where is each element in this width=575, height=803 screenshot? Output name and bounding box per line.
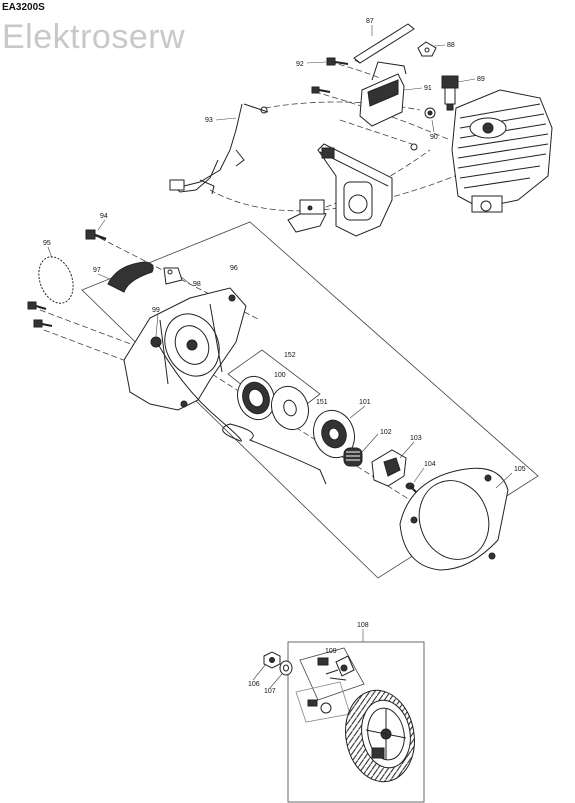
group-109-box-lower bbox=[295, 681, 351, 723]
callout-98: 98 bbox=[193, 281, 201, 288]
part-95-gasket bbox=[38, 256, 74, 304]
part-106-nut bbox=[263, 651, 281, 669]
callout-106: 106 bbox=[248, 681, 260, 688]
callout-101: 101 bbox=[359, 399, 371, 406]
starter-assembly bbox=[27, 221, 539, 579]
part-99-grommet bbox=[150, 336, 162, 348]
callout-104: 104 bbox=[424, 461, 436, 468]
starter-rope bbox=[157, 343, 327, 485]
part-flywheel bbox=[345, 689, 415, 783]
watermark-text: Elektroserw bbox=[2, 18, 186, 56]
part-91-bracket bbox=[359, 61, 407, 127]
callout-92: 92 bbox=[296, 61, 304, 68]
group-108-box bbox=[287, 641, 425, 803]
part-87-rod bbox=[353, 23, 415, 64]
callout-97: 97 bbox=[93, 267, 101, 274]
callout-102: 102 bbox=[380, 429, 392, 436]
part-92-screw bbox=[326, 57, 349, 66]
part-104-screw bbox=[405, 482, 417, 493]
part-90-washer bbox=[424, 107, 436, 119]
callout-103: 103 bbox=[410, 435, 422, 442]
part-103-ratchet bbox=[371, 449, 407, 487]
part-102-pawl-spring bbox=[343, 447, 363, 467]
callout-88: 88 bbox=[447, 42, 455, 49]
part-94-screw bbox=[85, 229, 107, 241]
callout-93: 93 bbox=[205, 117, 213, 124]
flywheel-assembly bbox=[263, 641, 425, 803]
part-96-starter-housing bbox=[123, 287, 247, 411]
part-107-washer bbox=[279, 660, 293, 676]
part-cylinder bbox=[451, 89, 553, 213]
callout-91: 91 bbox=[424, 85, 432, 92]
callout-107: 107 bbox=[264, 688, 276, 695]
part-screw-small bbox=[311, 86, 331, 94]
part-intake-manifold bbox=[287, 143, 393, 237]
model-label: EA3200S bbox=[2, 2, 45, 13]
callout-151: 151 bbox=[316, 399, 328, 406]
callout-leaders bbox=[47, 25, 513, 689]
starter-frame bbox=[81, 221, 539, 579]
callout-87: 87 bbox=[366, 18, 374, 25]
part-98-clip bbox=[163, 267, 183, 285]
part-97-starter-handle bbox=[107, 261, 154, 293]
part-109-pawls bbox=[307, 655, 355, 714]
callout-96: 96 bbox=[230, 265, 238, 272]
part-100-recoil-spring bbox=[236, 375, 276, 421]
callout-108: 108 bbox=[357, 622, 369, 629]
top-assembly bbox=[169, 23, 553, 237]
part-89-spark-plug bbox=[441, 75, 459, 111]
callout-labels: 87 88 89 90 91 92 93 94 95 96 97 98 99 1… bbox=[43, 18, 526, 695]
group-109-box bbox=[299, 647, 365, 701]
part-151-spring-cover bbox=[270, 385, 310, 431]
callout-95: 95 bbox=[43, 240, 51, 247]
callout-152: 152 bbox=[284, 352, 296, 359]
part-small-washer bbox=[410, 143, 418, 151]
callout-89: 89 bbox=[477, 76, 485, 83]
callout-99: 99 bbox=[152, 307, 160, 314]
part-88-clip bbox=[417, 41, 437, 57]
callout-90: 90 bbox=[430, 134, 438, 141]
callout-100: 100 bbox=[274, 372, 286, 379]
part-101-rope-pulley bbox=[312, 409, 356, 459]
part-left-screws bbox=[27, 301, 53, 328]
part-105-fan-cover bbox=[399, 467, 509, 571]
callout-94: 94 bbox=[100, 213, 108, 220]
part-93-throttle-linkage bbox=[169, 103, 269, 195]
callout-105: 105 bbox=[514, 466, 526, 473]
callout-109: 109 bbox=[325, 648, 337, 655]
